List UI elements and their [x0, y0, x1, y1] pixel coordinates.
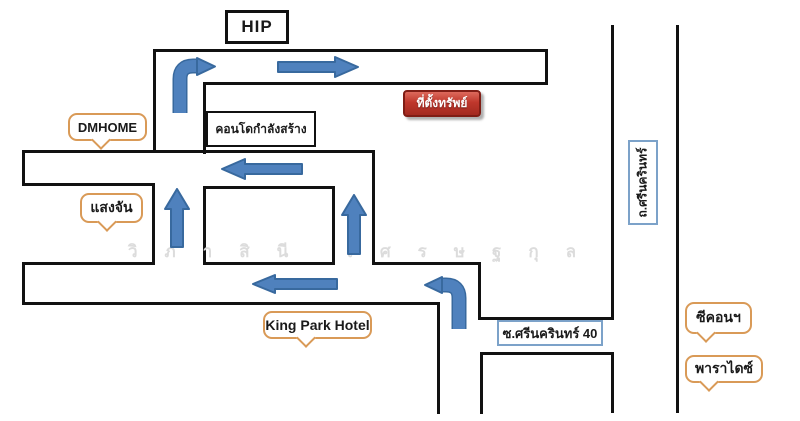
king-park-hotel-callout: King Park Hotel [263, 311, 372, 348]
paradise-callout: พาราไดซ์ [685, 355, 763, 392]
road-line [478, 317, 614, 320]
road-line [22, 262, 25, 305]
route-arrow-up-icon [164, 188, 190, 248]
soi-srinakarin-40-box: ซ.ศรีนครินทร์ 40 [497, 320, 603, 346]
road-line [153, 49, 156, 153]
route-arrow-up-left-icon [424, 276, 467, 329]
road-line [372, 262, 481, 265]
road-line [480, 352, 483, 414]
road-line [478, 262, 481, 320]
dmhome-label: DMHOME [77, 119, 138, 135]
route-arrow-right-icon [277, 56, 359, 78]
condo-under-construction-box: คอนโดกำลังสร้าง [206, 111, 316, 147]
seacon-label: ซีคอนฯ [696, 309, 741, 325]
saengchan-label: แสงจัน [90, 199, 133, 215]
seacon-callout: ซีคอนฯ [685, 302, 752, 343]
route-arrow-left-icon [252, 274, 338, 294]
hip-label: HIP [241, 17, 273, 36]
main-road-label: ถ.ศรีนครินทร์ [635, 147, 650, 218]
route-arrow-up-icon [341, 194, 367, 255]
road-line [22, 302, 440, 305]
king-park-hotel-label: King Park Hotel [265, 317, 370, 333]
road-line [611, 25, 614, 320]
road-line [22, 262, 155, 265]
road-line [22, 150, 25, 186]
condo-label: คอนโดกำลังสร้าง [215, 121, 307, 136]
road-line [480, 352, 613, 355]
road-line [153, 49, 548, 52]
hip-box: HIP [225, 10, 289, 44]
saengchan-callout: แสงจัน [80, 193, 143, 232]
road-line [203, 82, 548, 85]
road-line [22, 150, 375, 153]
road-line [22, 183, 155, 186]
property-location-box: ที่ตั้งทรัพย์ [403, 90, 481, 117]
road-line [545, 49, 548, 85]
property-location-label: ที่ตั้งทรัพย์ [416, 96, 468, 110]
soi-label: ซ.ศรีนครินทร์ 40 [502, 325, 598, 341]
road-line [676, 25, 679, 413]
dmhome-callout: DMHOME [68, 113, 147, 150]
srinakarin-road-box: ถ.ศรีนครินทร์ [628, 140, 658, 225]
road-line [372, 150, 375, 265]
road-line [611, 352, 614, 413]
route-arrow-up-right-icon [172, 57, 216, 113]
road-line [437, 302, 440, 414]
road-line [203, 82, 206, 154]
center-block [203, 186, 335, 265]
route-arrow-left-icon [221, 158, 303, 180]
road-line [152, 183, 155, 265]
paradise-label: พาราไดซ์ [694, 360, 754, 376]
